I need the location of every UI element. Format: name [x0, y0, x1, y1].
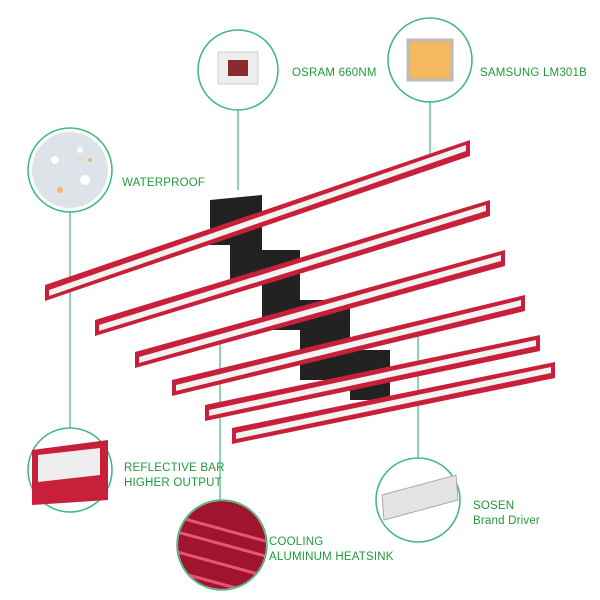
- osram-label: OSRAM 660NM: [292, 67, 377, 79]
- led-strip: [236, 367, 551, 439]
- heatsink-image: [178, 501, 266, 589]
- osram-led-image: [217, 51, 259, 85]
- waterproof-label: WATERPROOF: [122, 177, 206, 189]
- reflective-image: [32, 440, 108, 505]
- led-strip: [209, 340, 536, 416]
- led-strip: [139, 255, 501, 363]
- led-strip: [99, 205, 486, 331]
- samsung-label: SAMSUNG LM301B: [480, 67, 587, 79]
- led-strip: [176, 300, 521, 391]
- light-bars: [45, 140, 555, 444]
- waterproof-image: [32, 132, 108, 208]
- samsung-led-image: [406, 38, 454, 82]
- driver-image: [381, 474, 459, 521]
- led-strip: [49, 145, 466, 296]
